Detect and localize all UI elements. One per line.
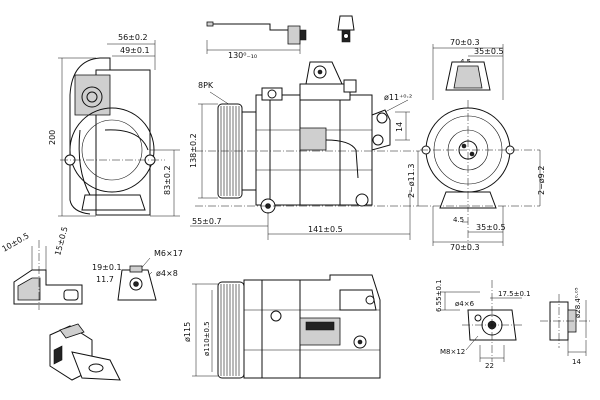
dim-11: ø11⁺⁰·² xyxy=(384,93,412,102)
dim-70-bot: 70±0.3 xyxy=(450,243,480,252)
view-side-left: 56±0.2 49±0.1 200 83±0.2 xyxy=(48,33,180,217)
sensor-connector-group: 130⁰₋₁₀ xyxy=(206,15,355,60)
dim-2-9-2: 2−ø9.2 xyxy=(537,166,546,195)
dim-138: 138±0.2 xyxy=(189,133,198,168)
view-end-right: 70±0.3 35±0.5 4.5 2−ø9.2 4.5 35±0.5 70±0… xyxy=(420,38,546,252)
dim-14: 14 xyxy=(395,122,404,132)
dim-15: 15±0.5 xyxy=(53,226,69,257)
dim-200: 200 xyxy=(48,130,57,145)
view-valve-detail: 6.55±0.1 ø4×6 17.5±0.1 M8×12 22 xyxy=(435,279,531,370)
dim-17-5: 17.5±0.1 xyxy=(498,290,531,298)
dim-49: 49±0.1 xyxy=(120,46,150,55)
view-main-front: 8PK xyxy=(189,61,420,240)
dim-35-top: 35±0.5 xyxy=(474,47,504,56)
view-bracket-detail: 10±0.5 15±0.5 xyxy=(1,226,121,381)
dim-70-top: 70±0.3 xyxy=(450,38,480,47)
dim-4-5-bot: 4.5 xyxy=(453,216,464,224)
dim-115: ø115 xyxy=(183,322,192,342)
dim-35-bot: 35±0.5 xyxy=(476,223,506,232)
dim-22: 22 xyxy=(485,362,494,370)
dim-83: 83±0.2 xyxy=(163,165,172,195)
dim-m8: M8×12 xyxy=(440,348,465,356)
dim-28-4: ø28.4⁰·⁰⁵ xyxy=(574,287,582,318)
dim-14b: 14 xyxy=(572,358,581,366)
view-lower-main: ø115 ø110±0.5 xyxy=(183,274,381,379)
dim-19: 19±0.1 xyxy=(92,263,122,272)
dim-m6: M6×17 xyxy=(154,249,183,258)
dim-2-11-3: 2−ø11.3 xyxy=(407,164,416,199)
dim-55: 55±0.7 xyxy=(192,217,222,226)
dim-4x6: ø4×6 xyxy=(455,300,475,308)
dim-56: 56±0.2 xyxy=(118,33,148,42)
view-fitting-detail: ø28.4⁰·⁰⁵ 14 xyxy=(540,287,592,366)
dim-10: 10±0.5 xyxy=(1,231,31,254)
dim-110: ø110±0.5 xyxy=(203,321,211,356)
view-boss-detail: 19±0.1 11.7 M6×17 ø4×8 xyxy=(92,249,183,301)
dim-4x8-a: ø4×8 xyxy=(156,269,178,278)
dim-6-55: 6.55±0.1 xyxy=(435,279,443,312)
dim-130: 130⁰₋₁₀ xyxy=(228,51,257,60)
dim-8pk: 8PK xyxy=(198,81,214,90)
dim-141: 141±0.5 xyxy=(308,225,343,234)
dim-11-7: 11.7 xyxy=(96,275,114,284)
